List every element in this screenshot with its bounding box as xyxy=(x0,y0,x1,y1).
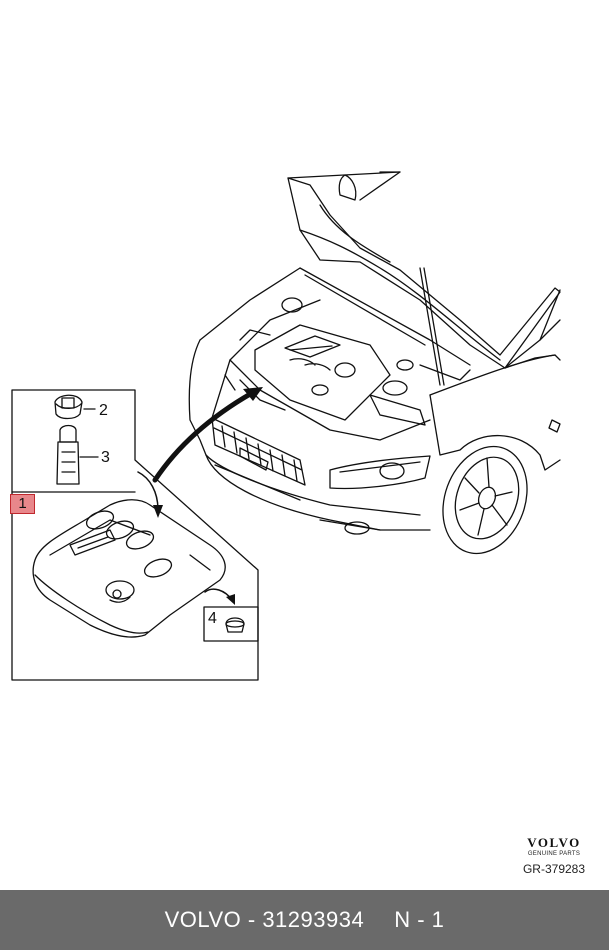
callout-3: 3 xyxy=(101,449,110,466)
volvo-genuine-parts-logo: VOLVO GENUINE PARTS xyxy=(514,836,594,858)
footer-bar: VOLVO - 31293934 N - 1 xyxy=(0,890,609,950)
quantity-label: N - 1 xyxy=(394,907,445,932)
car-illustration xyxy=(188,171,561,555)
part-2-cap xyxy=(54,394,96,420)
part-number-label: VOLVO - 31293934 xyxy=(164,907,365,932)
parts-diagram xyxy=(11,171,561,681)
brand-wordmark: VOLVO xyxy=(527,835,581,850)
callout-2: 2 xyxy=(99,402,108,419)
part-4-box xyxy=(203,588,259,642)
exploded-view-frame xyxy=(11,389,259,681)
diagram-reference-code: GR-379283 xyxy=(522,862,586,876)
callout-4: 4 xyxy=(208,610,217,627)
callout-1-highlight: 1 xyxy=(10,494,35,514)
engine-cover-part xyxy=(32,499,226,638)
part-3-bolt xyxy=(56,424,99,485)
assembly-arrow xyxy=(152,387,263,483)
brand-subtitle: GENUINE PARTS xyxy=(527,851,581,857)
